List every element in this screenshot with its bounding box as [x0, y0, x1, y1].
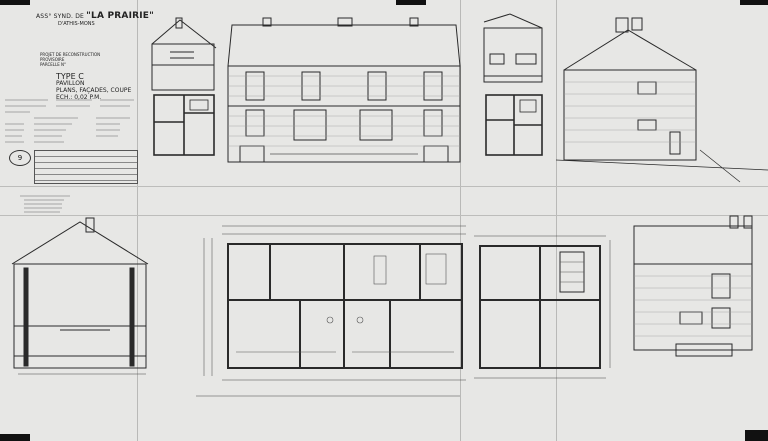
- project-line: PARCELLE N°: [40, 62, 67, 67]
- ground-floor-plan: [227, 243, 463, 369]
- small-ground-plan: [153, 94, 215, 156]
- side-masonry: [634, 275, 752, 337]
- sheet-number: 9: [17, 154, 23, 162]
- revision-table: [34, 150, 138, 184]
- fold-line: [0, 215, 768, 216]
- mounting-tab: [745, 430, 768, 441]
- type-subtitle: PAVILLON: [56, 80, 85, 88]
- project-line: PROJET DE RECONSTRUCTION: [40, 52, 101, 57]
- stair-detail: [560, 261, 584, 283]
- association-title: ASS° SYND. DE "LA PRAIRIE": [36, 12, 154, 21]
- ground-line: [555, 149, 768, 183]
- association-name: "LA PRAIRIE": [86, 11, 155, 21]
- fold-line: [460, 0, 461, 441]
- fold-line: [0, 186, 768, 187]
- fold-line: [556, 0, 557, 441]
- side-elevation: [633, 215, 753, 357]
- elevation-masonry: [228, 75, 460, 147]
- small-first-floor-plan: [485, 94, 543, 156]
- fold-line: [137, 0, 138, 441]
- mounting-tab: [0, 0, 30, 5]
- cross-section: [11, 217, 149, 369]
- mounting-tab: [0, 434, 30, 441]
- notes-lines: [5, 99, 134, 213]
- type-label: TYPE C: [56, 72, 84, 81]
- drawing-type-block: TYPE C PAVILLON PLANS, FAÇADES, COUPE EC…: [56, 72, 131, 102]
- small-section-drawing: [151, 17, 217, 91]
- front-elevation: [227, 17, 461, 163]
- mounting-tab: [740, 0, 768, 5]
- project-line: PROVISOIRE: [40, 57, 65, 62]
- small-side-elevation: [483, 13, 543, 83]
- gable-elevation: [563, 17, 697, 161]
- plan-details: [236, 253, 454, 353]
- gable-masonry: [564, 81, 696, 143]
- mounting-tab: [396, 0, 426, 5]
- association-prefix: ASS° SYND. DE: [36, 13, 85, 20]
- scale-label: ECH.: 0,02 P.M.: [56, 93, 102, 101]
- upper-floor-plan: [479, 245, 601, 369]
- drawing-content: PLANS, FAÇADES, COUPE: [56, 87, 132, 95]
- location: D'ATHIS-MONS: [58, 21, 95, 27]
- sheet-number-badge: 9: [9, 150, 31, 166]
- dimension-lines: [18, 225, 611, 397]
- project-description: PROJET DE RECONSTRUCTION PROVISOIRE PARC…: [40, 52, 100, 67]
